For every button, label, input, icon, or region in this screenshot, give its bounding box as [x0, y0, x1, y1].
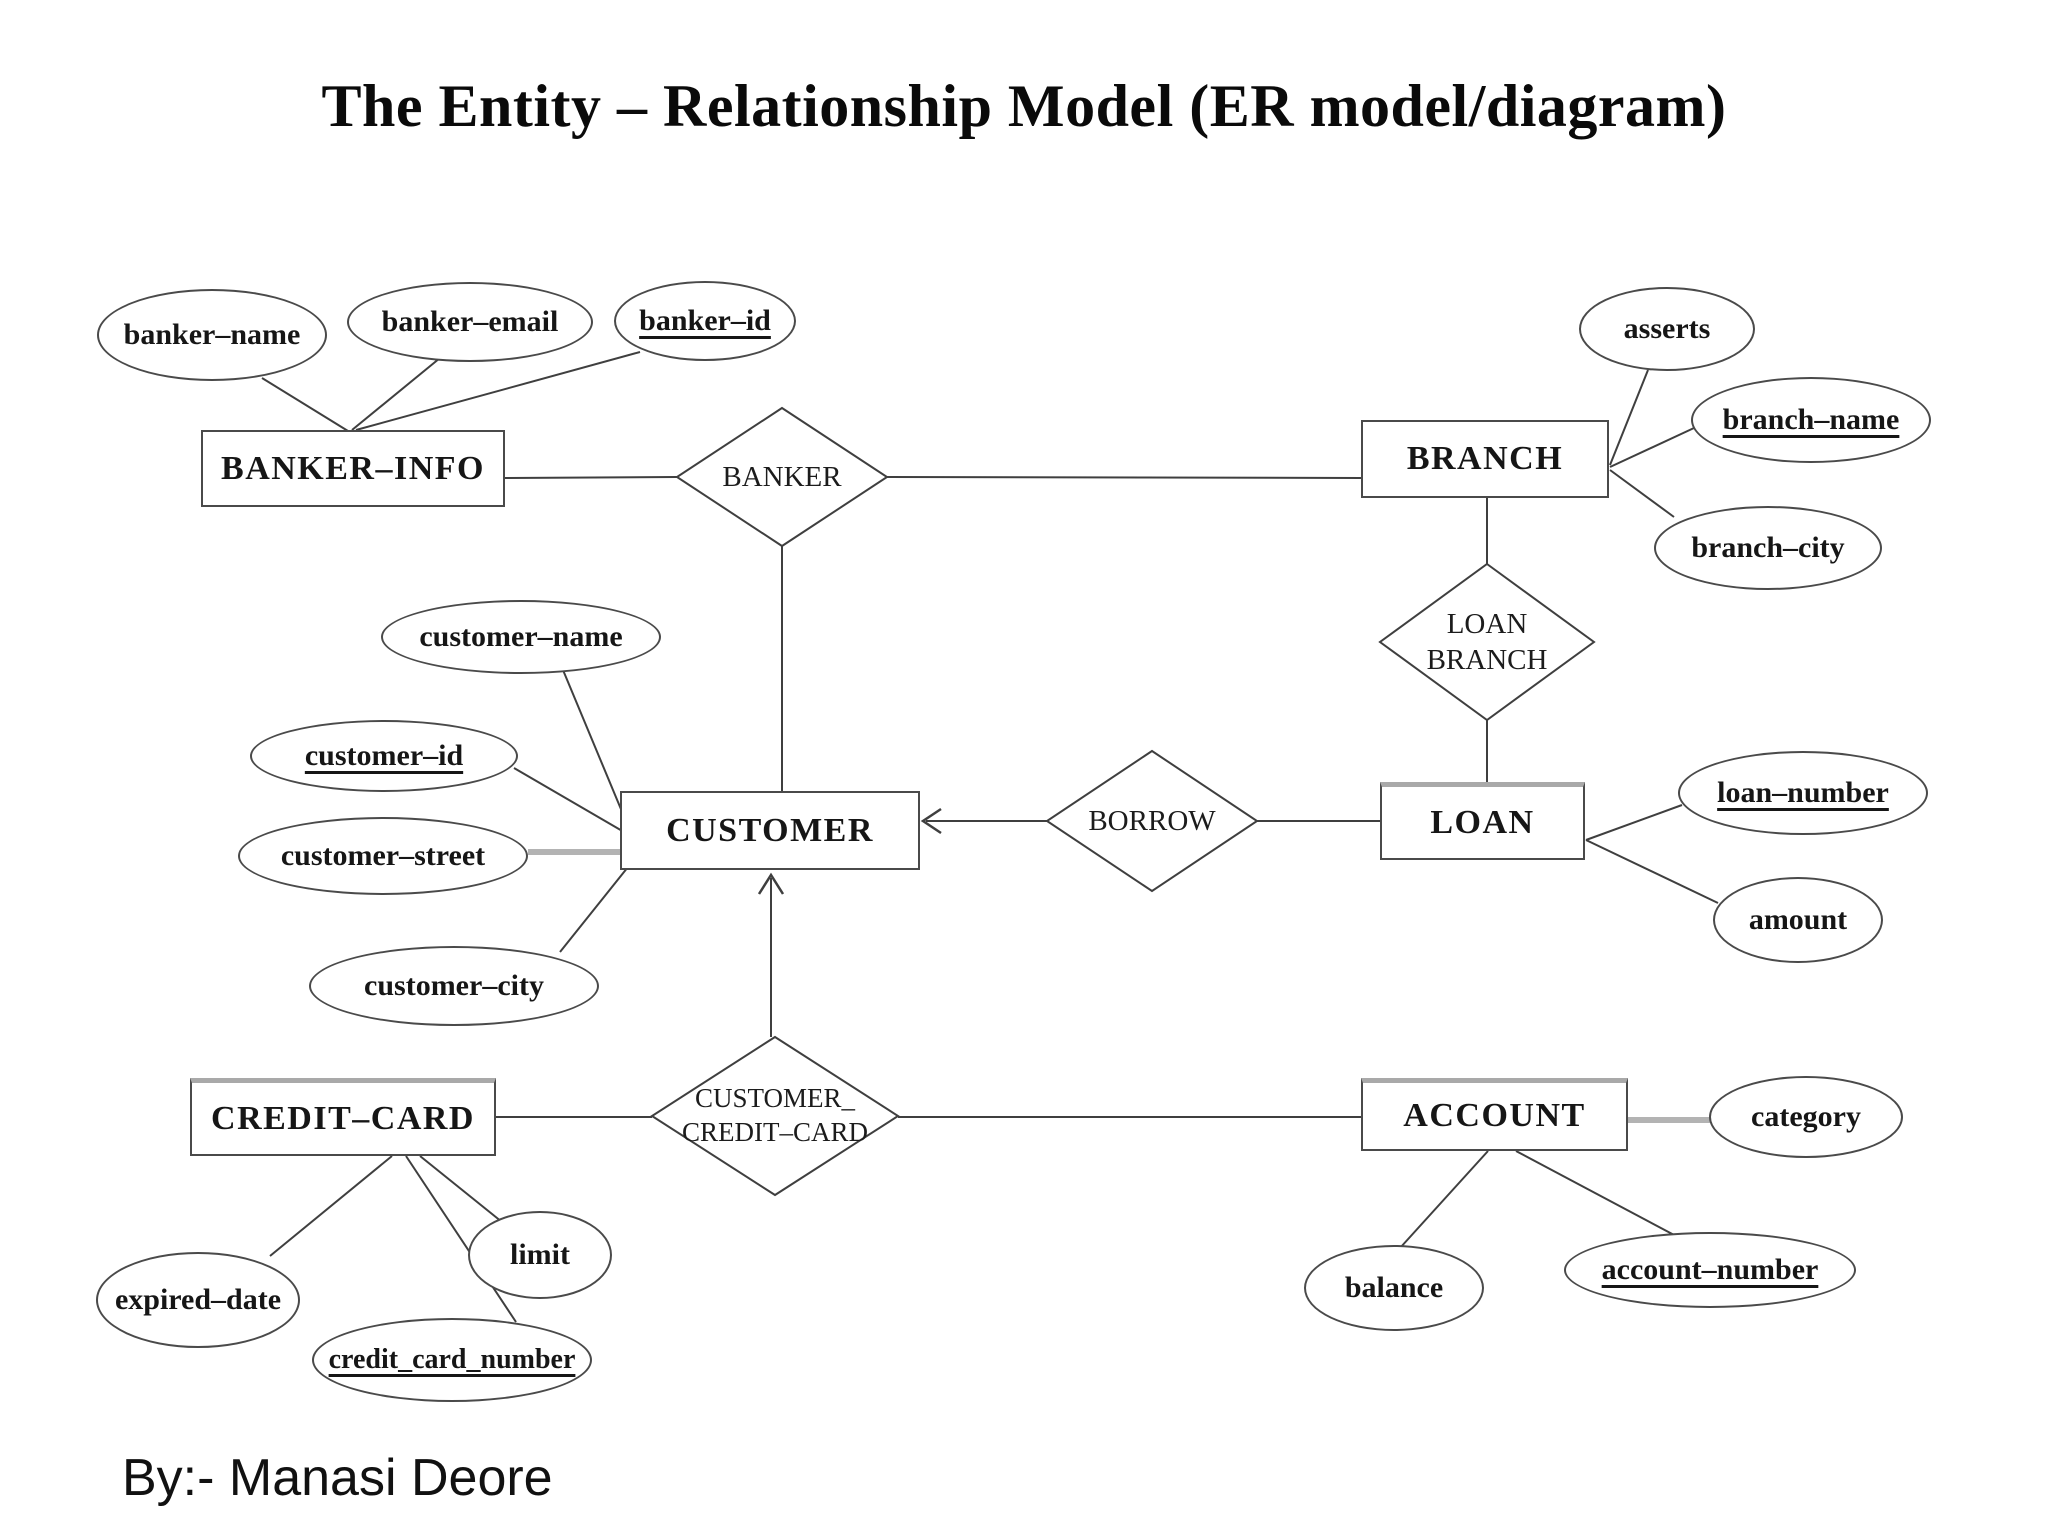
connector-creditcard-expireddate [269, 1155, 393, 1257]
attribute-branch-name-label: branch–name [1722, 403, 1900, 436]
attribute-branch-name: branch–name [1691, 377, 1931, 463]
attribute-branch-city-label: branch–city [1691, 531, 1845, 564]
attribute-customer-street-label: customer–street [280, 839, 486, 872]
relationship-banker-line1: BANKER [722, 460, 842, 493]
entity-credit-card-label: CREDIT–CARD [211, 1099, 475, 1137]
attribute-expired-date-label: expired–date [114, 1283, 282, 1316]
attribute-customer-id-label: customer–id [304, 739, 464, 772]
relationship-diamond-borrow [1045, 749, 1259, 893]
entity-customer: CUSTOMER [620, 791, 920, 870]
attribute-customer-city: customer–city [309, 946, 599, 1026]
connector-bankeremail-bankerinfo [351, 357, 441, 431]
connector-creditcard-ccn [405, 1155, 517, 1323]
entity-account-label: ACCOUNT [1403, 1097, 1586, 1134]
entity-credit-card: CREDIT–CARD [190, 1078, 496, 1156]
attribute-customer-street: customer–street [238, 817, 528, 895]
attribute-loan-number: loan–number [1678, 751, 1928, 835]
relationship-borrow-line1: BORROW [1088, 804, 1216, 837]
attribute-category: category [1709, 1076, 1903, 1158]
entity-banker-info-label: BANKER–INFO [221, 449, 485, 487]
connector-branch-asserts [1609, 369, 1649, 466]
relationship-customer-credit-card-line1: CUSTOMER_ [694, 1083, 856, 1114]
arrowhead-ccdiamond-into-customer [757, 872, 785, 895]
entity-loan: LOAN [1380, 782, 1585, 860]
attribute-banker-name: banker–name [97, 289, 327, 381]
relationship-diamond-banker [675, 406, 889, 548]
attribute-account-number: account–number [1564, 1232, 1856, 1308]
connector-bankerid-bankerinfo [355, 351, 641, 431]
relationship-loan-branch-line2: BRANCH [1426, 644, 1548, 676]
attribute-customer-city-label: customer–city [364, 969, 544, 1002]
attribute-banker-email: banker–email [347, 282, 593, 362]
relationship-diamond-loan-branch [1378, 562, 1596, 722]
entity-banker-info: BANKER–INFO [201, 430, 505, 507]
connector-customername-customer [562, 669, 629, 827]
connector-creditcard-limit [419, 1155, 503, 1223]
attribute-banker-name-label: banker–name [123, 318, 301, 351]
connector-loan-loannumber [1585, 804, 1683, 841]
connector-branch-branchcity [1609, 469, 1675, 518]
relationship-customer-credit-card-label: CUSTOMER_ CREDIT–CARD [645, 1076, 905, 1156]
relationship-diamond-customer-credit-card [650, 1035, 900, 1197]
attribute-banker-id-label: banker–id [639, 304, 771, 337]
entity-branch-label: BRANCH [1406, 440, 1564, 477]
relationship-loan-branch-line1: LOAN [1446, 607, 1528, 640]
attribute-expired-date: expired–date [96, 1252, 300, 1348]
relationship-borrow-label: BORROW [1032, 781, 1272, 861]
relationship-customer-credit-card-line2: CREDIT–CARD [681, 1117, 868, 1147]
attribute-branch-city: branch–city [1654, 506, 1882, 590]
connector-loan-amount [1585, 839, 1719, 904]
relationship-loan-branch-label: LOAN BRANCH [1367, 602, 1607, 682]
attribute-banker-email-label: banker–email [381, 305, 559, 338]
entity-account: ACCOUNT [1361, 1078, 1628, 1151]
connector-bankerinfo-banker [504, 476, 678, 479]
connector-bankername-bankerinfo [261, 377, 349, 432]
attribute-balance-label: balance [1344, 1271, 1444, 1304]
connector-branch-branchname [1609, 427, 1695, 468]
attribute-customer-id: customer–id [250, 720, 518, 792]
attribute-asserts-label: asserts [1623, 312, 1711, 345]
connector-customerid-customer [513, 767, 625, 833]
attribute-customer-name: customer–name [381, 600, 661, 674]
connector-account-balance [1399, 1150, 1489, 1249]
page-title: The Entity – Relationship Model (ER mode… [321, 73, 1727, 139]
attribute-account-number-label: account–number [1601, 1253, 1819, 1286]
attribute-balance: balance [1304, 1245, 1484, 1331]
arrowhead-borrow-into-customer [920, 807, 942, 835]
entity-customer-label: CUSTOMER [666, 811, 874, 849]
connector-account-accountnumber [1515, 1150, 1677, 1237]
connector-banker-branch [886, 476, 1362, 479]
relationship-banker-label: BANKER [662, 437, 902, 517]
attribute-customer-name-label: customer–name [419, 620, 623, 653]
attribute-banker-id: banker–id [614, 281, 796, 361]
author-credit: By:- Manasi Deore [122, 1449, 553, 1507]
attribute-limit-label: limit [510, 1238, 570, 1271]
entity-loan-label: LOAN [1430, 803, 1535, 841]
attribute-asserts: asserts [1579, 287, 1755, 371]
attribute-limit: limit [468, 1211, 612, 1299]
attribute-category-label: category [1751, 1100, 1861, 1133]
attribute-amount-label: amount [1748, 903, 1848, 936]
attribute-loan-number-label: loan–number [1717, 776, 1889, 809]
attribute-credit-card-number: credit_card_number [312, 1318, 592, 1402]
attribute-amount: amount [1713, 877, 1883, 963]
connector-customercity-customer [559, 861, 633, 953]
entity-branch: BRANCH [1361, 420, 1609, 498]
attribute-credit-card-number-label: credit_card_number [328, 1344, 576, 1375]
